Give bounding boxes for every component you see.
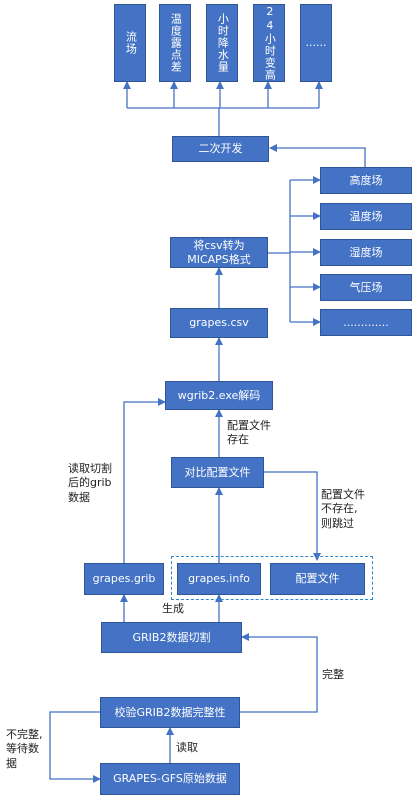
field-box-height[interactable]: 高度场: [320, 167, 412, 194]
link-compare-to-config: [264, 471, 321, 561]
output-box-24h-height-change[interactable]: 24小时变高: [253, 4, 285, 82]
output-box-more[interactable]: ......: [300, 4, 332, 82]
output-box-streamline[interactable]: 流场: [114, 4, 146, 82]
grapes-info-box[interactable]: grapes.info: [177, 563, 261, 595]
label-config-exists: 配置文件 存在: [227, 419, 271, 447]
config-file-box[interactable]: 配置文件: [270, 563, 365, 595]
secondary-dev-box[interactable]: 二次开发: [172, 136, 269, 162]
field-box-temperature[interactable]: 温度场: [320, 203, 412, 230]
grib2-cut-box[interactable]: GRIB2数据切割: [101, 622, 242, 653]
output-files-group: [171, 556, 373, 600]
link-grib-to-wgrib: [123, 398, 166, 563]
field-box-more[interactable]: .............: [320, 309, 412, 336]
link-verify-to-cut: [240, 633, 318, 713]
label-generate: 生成: [162, 602, 184, 615]
label-config-missing: 配置文件 不存在, 则跳过: [321, 488, 365, 530]
output-box-dewpoint-depression[interactable]: 温度露点差: [159, 4, 191, 82]
label-incomplete-wait: 不完整, 等待数 据: [6, 728, 43, 770]
label-read: 读取: [176, 741, 198, 754]
field-box-pressure[interactable]: 气压场: [320, 274, 412, 301]
compare-config-box[interactable]: 对比配置文件: [171, 457, 264, 488]
link-verify-to-raw: [49, 711, 101, 783]
grapes-csv-box[interactable]: grapes.csv: [170, 308, 268, 338]
grapes-grib-box[interactable]: grapes.grib: [84, 563, 164, 595]
verify-integrity-box[interactable]: 校验GRIB2数据完整性: [100, 697, 240, 728]
field-box-humidity[interactable]: 湿度场: [320, 239, 412, 266]
wgrib2-decode-box[interactable]: wgrib2.exe解码: [165, 381, 273, 410]
link-fields-to-dev: [269, 144, 366, 167]
label-complete: 完整: [322, 668, 344, 681]
output-box-hourly-precip[interactable]: 小时降水量: [206, 4, 238, 82]
label-read-cut-grib: 读取切割 后的grib 数据: [68, 462, 112, 504]
csv-to-micaps-box[interactable]: 将csv转为 MICAPS格式: [170, 237, 268, 268]
raw-data-box[interactable]: GRAPES-GFS原始数据: [100, 763, 240, 795]
